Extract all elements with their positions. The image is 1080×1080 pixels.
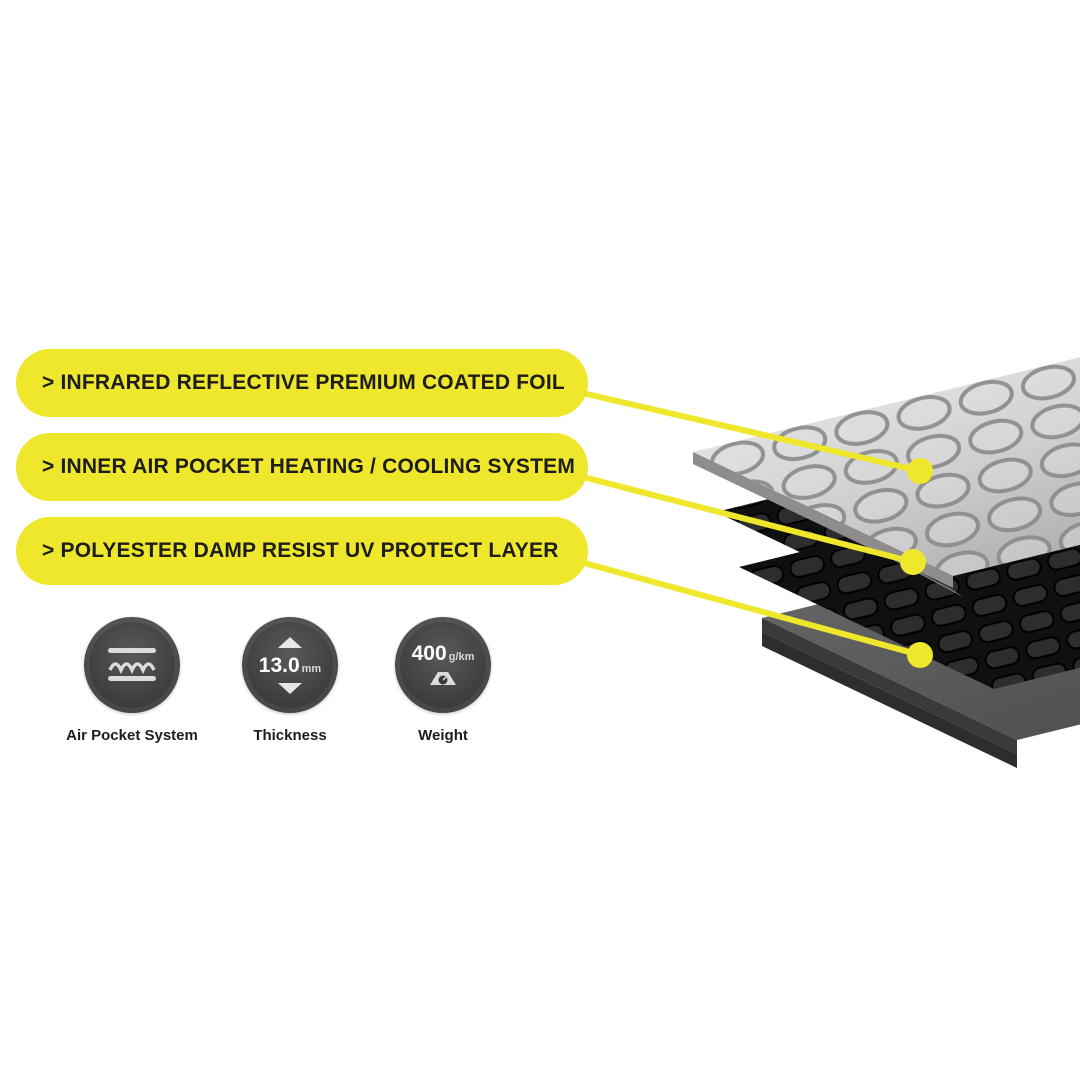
weight-number: 400 <box>411 642 447 665</box>
weight-gauge-icon <box>430 672 456 685</box>
feature-banner-air-pocket-label: > INNER AIR POCKET HEATING / COOLING SYS… <box>42 455 576 478</box>
weight-badge: 400 g/km <box>395 617 491 713</box>
spec-weight: 400 g/km Weight <box>363 617 523 744</box>
feature-banner-air-pocket: > INNER AIR POCKET HEATING / COOLING SYS… <box>16 433 588 501</box>
thickness-number: 13.0 <box>258 653 300 677</box>
callout-line-air-pocket <box>551 466 914 565</box>
weight-value: 400 g/km <box>412 643 475 664</box>
thickness-arrow-down-icon <box>278 682 302 694</box>
spec-air-pocket-system: Air Pocket System <box>52 617 212 744</box>
callout-line-polyester <box>547 550 921 658</box>
thickness-badge: 13.0 mm <box>242 617 338 713</box>
spec-label-air-pocket: Air Pocket System <box>66 727 198 744</box>
callout-dot-polyester <box>907 642 933 668</box>
spec-label-weight: Weight <box>418 727 468 744</box>
thickness-arrow-up-icon <box>278 636 302 648</box>
thickness-value: 13.0 mm <box>259 655 321 676</box>
feature-banner-foil: > INFRARED REFLECTIVE PREMIUM COATED FOI… <box>16 349 588 417</box>
callout-dot-air-pocket <box>900 549 926 575</box>
callout-line-foil <box>551 383 921 474</box>
air-pocket-badge <box>84 617 180 713</box>
callout-lines <box>547 383 921 658</box>
thickness-unit: mm <box>301 662 322 675</box>
weight-unit: g/km <box>448 651 475 663</box>
callout-dots <box>900 458 933 668</box>
feature-banner-foil-label: > INFRARED REFLECTIVE PREMIUM COATED FOI… <box>42 371 565 394</box>
feature-banner-polyester-label: > POLYESTER DAMP RESIST UV PROTECT LAYER <box>42 539 559 562</box>
callout-dot-foil <box>907 458 933 484</box>
feature-banner-polyester: > POLYESTER DAMP RESIST UV PROTECT LAYER <box>16 517 588 585</box>
spec-label-thickness: Thickness <box>253 727 327 744</box>
air-pocket-layers-icon <box>108 648 156 681</box>
spec-thickness: 13.0 mm Thickness <box>210 617 370 744</box>
